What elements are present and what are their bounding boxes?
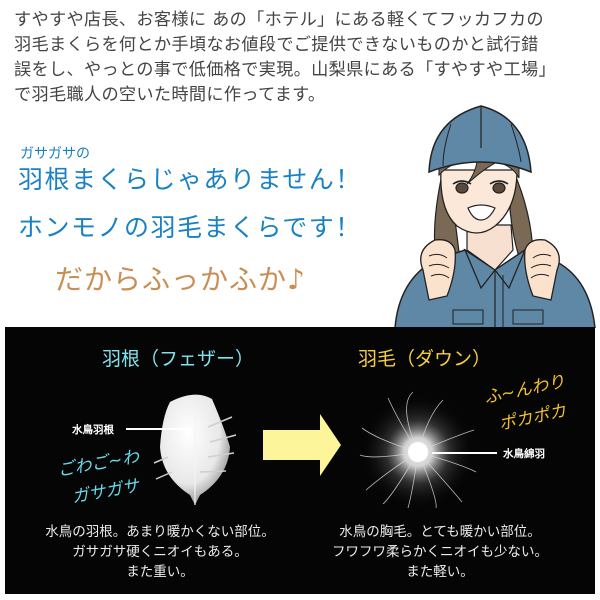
feather-desc-line: また重い。 [126,564,194,580]
down-desc-line: また軽い。 [406,564,474,580]
down-desc-line: 水鳥の胸毛。とても暖かい部位。 [339,524,541,540]
headline-line-1: 羽根まくらじゃありません！ [18,165,362,194]
down-leader-line [432,452,497,454]
intro-line: 誤をし、やっとの事で低価格で実現。山梨県にある「すやすや工場」 [14,60,556,80]
worker-girl-illustration [394,105,596,328]
tagline: だからふっかふか♪ [55,263,306,296]
intro-line: 羽毛まくらを何とか手頃なお値段でご提供できないものかと試行錯 [14,35,539,55]
headline-line-2: ホンモノの羽毛まくらです！ [18,213,362,242]
feather-label: 水鳥羽根 [72,424,114,436]
feather-image [153,394,237,505]
intro-line: で羽毛職人の空いた時間に作ってます。 [14,85,326,105]
feather-title: 羽根（フェザー） [102,348,255,370]
feather-leader-line [126,428,193,430]
down-cluster-image [359,391,477,510]
intro-paragraph: すやすや店長、お客様に あの「ホテル」にある軽くてフッカフカの 羽毛まくらを何と… [14,8,594,108]
feather-desc-line: ガサガサ硬くニオイもある。 [72,544,248,560]
down-desc-line: フワフワ柔らかくニオイも少ない。 [332,544,548,560]
down-description: 水鳥の胸毛。とても暖かい部位。 フワフワ柔らかくニオイも少ない。 また軽い。 [305,522,575,582]
intro-line: すやすや店長、お客様に あの「ホテル」にある軽くてフッカフカの [14,10,544,30]
feather-desc-line: 水鳥の羽根。あまり暖かくない部位。 [45,524,275,540]
right-arrow-icon [263,414,341,476]
feather-vs-down-panel: 羽根（フェザー） 羽毛（ダウン） 水鳥羽根 ごわご~わ ガサガサ [5,327,595,594]
down-title: 羽毛（ダウン） [358,348,492,370]
feather-description: 水鳥の羽根。あまり暖かくない部位。 ガサガサ硬くニオイもある。 また重い。 [25,522,295,582]
down-label: 水鳥綿羽 [503,448,545,460]
headline-prefix: ガサガサの [20,146,90,162]
